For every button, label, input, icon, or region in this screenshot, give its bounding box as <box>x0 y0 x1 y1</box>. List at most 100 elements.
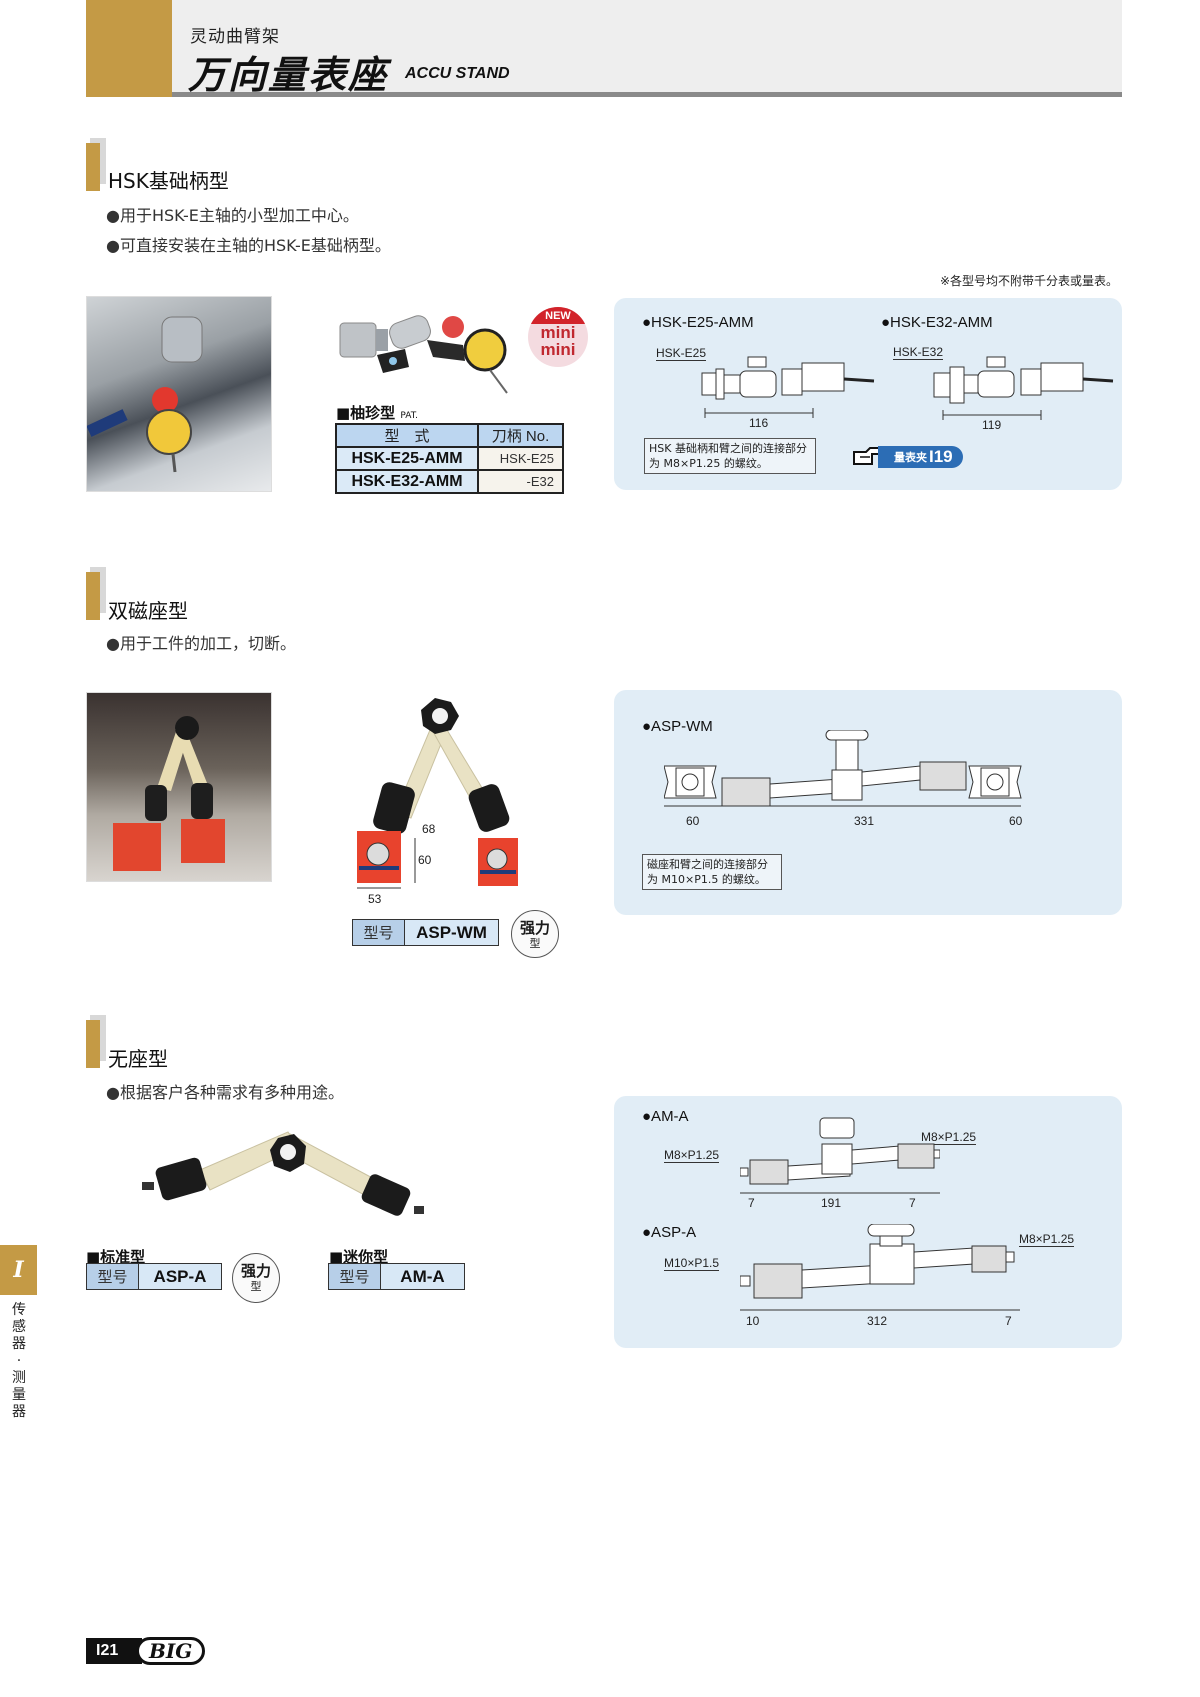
diagram-title: ●HSK-E32-AMM <box>881 314 993 331</box>
new-mini-badge: NEW mini mini <box>528 307 588 367</box>
section-title-hsk: HSK基础柄型 <box>108 169 229 193</box>
dimension-value: 331 <box>854 814 875 828</box>
note-line: 为 M10×P1.5 的螺纹。 <box>647 873 766 886</box>
section-marker <box>86 143 100 191</box>
dimension-value: 60 <box>686 814 700 828</box>
thread-callout: M8×P1.25 <box>921 1130 977 1145</box>
asp-wm-drawing <box>664 730 1022 807</box>
dimension-value: 53 <box>368 892 382 906</box>
diagram-title: ●HSK-E25-AMM <box>642 314 754 331</box>
model-key: 型号 <box>353 920 405 945</box>
model-key: 型号 <box>329 1264 381 1289</box>
asp-a-model-table: 型号 ASP-A <box>86 1263 222 1290</box>
model-value: AM-A <box>381 1264 464 1289</box>
bullet-text: ●用于工件的加工，切断。 <box>106 634 296 653</box>
diagram-title: ●ASP-WM <box>642 718 713 735</box>
page-footer: I21 BIG <box>86 1637 206 1665</box>
badge-new-text: NEW <box>528 307 588 324</box>
shank-cell: HSK-E25 <box>477 446 564 471</box>
header-gold-block <box>86 0 172 97</box>
shank-cell: -E32 <box>477 469 564 494</box>
model-key: 型号 <box>87 1264 139 1289</box>
dimension-value: 119 <box>982 418 1002 432</box>
hsk-e25-drawing <box>701 356 875 400</box>
thread-callout: M8×P1.25 <box>664 1148 720 1163</box>
thread-callout: M8×P1.25 <box>1019 1232 1075 1247</box>
table-row: HSK-E25-AMM HSK-E25 <box>335 446 564 471</box>
table-row: HSK-E32-AMM -E32 <box>335 469 564 494</box>
section-title-double-magnetic: 双磁座型 <box>108 599 188 623</box>
badge-mini-text: mini <box>540 340 576 359</box>
big-logo: BIG <box>136 1637 206 1665</box>
hsk-usage-photo <box>86 296 272 492</box>
shank-callout: HSK-E25 <box>656 346 707 361</box>
table-label-text: ■柚珍型 <box>336 404 396 422</box>
model-value: ASP-A <box>139 1264 221 1289</box>
hsk-e32-drawing <box>933 356 1114 404</box>
header-underline <box>172 92 1122 97</box>
asp-a-drawing <box>740 1224 1020 1311</box>
col-header-shank: 刀柄 No. <box>477 423 564 448</box>
hsk-product-image <box>335 305 525 400</box>
heavy-duty-badge: 强力 型 <box>511 910 559 958</box>
diagram-title: ●ASP-A <box>642 1224 697 1241</box>
dimension-value: 7 <box>909 1196 916 1210</box>
hsk-dimension-panel: ●HSK-E25-AMM ●HSK-E32-AMM HSK-E25 HSK-E3… <box>614 298 1122 490</box>
dimension-value: 60 <box>1009 814 1023 828</box>
dimension-value: 116 <box>749 416 769 430</box>
thread-note: HSK 基础柄和臂之间的连接部分 为 M8×P1.25 的螺纹。 <box>644 438 816 474</box>
mini-type-label: ■迷你型 <box>329 1248 389 1266</box>
note-line: 为 M8×P1.25 的螺纹。 <box>649 457 768 470</box>
page-number: I21 <box>86 1638 142 1664</box>
dimension-value: 7 <box>748 1196 755 1210</box>
diagram-title: ●AM-A <box>642 1108 689 1125</box>
bullet-text: ●根据客户各种需求有多种用途。 <box>106 1083 344 1102</box>
section-marker <box>86 572 100 620</box>
page-title-en: ACCU STAND <box>405 65 510 82</box>
page-title: 万向量表座 <box>188 53 389 97</box>
dimension-value: 7 <box>1005 1314 1012 1328</box>
double-magnetic-usage-photo <box>86 692 272 882</box>
heavy-duty-badge: 强力 型 <box>232 1253 280 1303</box>
section-marker <box>86 1020 100 1068</box>
table-label: ■柚珍型 PAT. <box>336 402 418 423</box>
reference-label: 量表夹 <box>894 451 927 464</box>
dimension-value: 10 <box>746 1314 760 1328</box>
note-line: HSK 基础柄和臂之间的连接部分 <box>649 442 807 455</box>
dimension-value: 60 <box>418 853 432 867</box>
asp-wm-dimension-panel: ●ASP-WM 60 331 60 磁座和臂之间的连接部分 为 M10×P1.5… <box>614 690 1122 915</box>
magnetic-stand-photo-icon <box>113 716 225 871</box>
section-title-no-base: 无座型 <box>108 1047 168 1071</box>
chapter-tab-label: 传感器·测量器 <box>12 1302 26 1420</box>
note-line: 磁座和臂之间的连接部分 <box>647 858 768 871</box>
bullet-text: ●可直接安装在主轴的HSK-E基础柄型。 <box>106 236 391 255</box>
badge-text: 强力 <box>240 1262 271 1280</box>
table-header-row: 型 式 刀柄 No. <box>335 423 564 448</box>
chapter-tab[interactable]: I <box>0 1245 37 1295</box>
dimension-value: 191 <box>821 1196 842 1210</box>
gauge-holder-reference-link[interactable]: 量表夹 I19 <box>852 446 963 468</box>
badge-text: 强力 <box>519 919 550 937</box>
model-value: ASP-WM <box>405 920 498 945</box>
dimension-line <box>704 408 814 418</box>
badge-mini-text: mini <box>540 323 576 342</box>
standard-type-label: ■标准型 <box>86 1248 146 1266</box>
asp-wm-product-image <box>335 688 565 903</box>
dimension-value: 312 <box>867 1314 888 1328</box>
asp-wm-model-table: 型号 ASP-WM <box>352 919 499 946</box>
reference-pill: 量表夹 I19 <box>878 446 963 468</box>
col-header-model: 型 式 <box>335 423 479 448</box>
thread-callout: M10×P1.5 <box>664 1256 720 1271</box>
model-cell: HSK-E32-AMM <box>335 469 479 494</box>
asp-a-product-image <box>140 1120 440 1220</box>
header-subtitle: 灵动曲臂架 <box>190 27 280 47</box>
am-a-drawing <box>740 1117 940 1194</box>
hsk-spec-table: 型 式 刀柄 No. HSK-E25-AMM HSK-E25 HSK-E32-A… <box>335 423 564 494</box>
accessory-note: ※各型号均不附带千分表或量表。 <box>939 274 1118 288</box>
dimension-value: 68 <box>422 822 436 836</box>
dimension-line <box>942 410 1042 420</box>
bullet-text: ●用于HSK-E主轴的小型加工中心。 <box>106 206 359 225</box>
am-a-model-table: 型号 AM-A <box>328 1263 465 1290</box>
shank-callout: HSK-E32 <box>893 345 944 360</box>
thread-note: 磁座和臂之间的连接部分 为 M10×P1.5 的螺纹。 <box>642 854 782 890</box>
